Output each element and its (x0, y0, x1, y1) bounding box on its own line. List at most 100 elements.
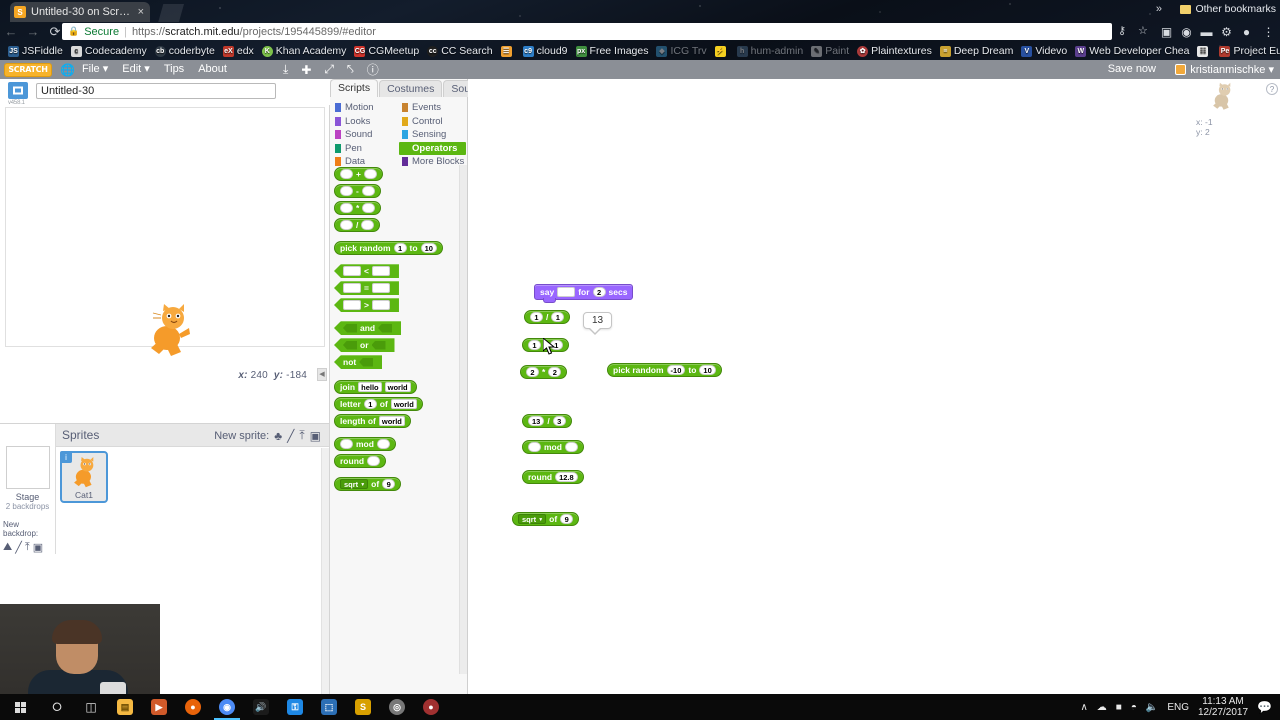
block-number-input[interactable]: 10 (420, 243, 437, 253)
operator-multiply-2-2[interactable]: 2*2 (520, 365, 568, 379)
block-number-input[interactable] (363, 169, 377, 179)
operator-sqrt-of[interactable]: sqrtof9 (334, 477, 402, 491)
block-text-input[interactable] (371, 266, 390, 276)
bookmarks-overflow-button[interactable]: » (1155, 3, 1162, 15)
fullscreen-stage-button[interactable] (8, 82, 28, 99)
block-number-input[interactable]: 2 (548, 367, 562, 377)
scratch-logo[interactable]: SCRATCH (4, 62, 52, 77)
stamp-icon[interactable]: ⤓ (283, 62, 289, 76)
taskbar-app-chrome[interactable]: ◉ (210, 694, 244, 720)
block-number-input[interactable]: 1 (363, 399, 377, 409)
block-text-input[interactable]: world (378, 416, 405, 426)
operator-divide[interactable]: / (334, 218, 381, 232)
block-number-input[interactable] (367, 456, 381, 466)
operator-gt[interactable]: > (334, 298, 399, 312)
block-number-input[interactable] (340, 169, 353, 179)
palette-scrollbar[interactable] (459, 165, 467, 674)
block-text-input[interactable] (371, 283, 390, 293)
camera-backdrop-icon[interactable]: ▣ (32, 542, 44, 554)
block-boolean-slot[interactable] (359, 357, 374, 367)
tab-costumes[interactable]: Costumes (379, 80, 443, 97)
choose-sprite-icon[interactable]: ♣ (274, 428, 283, 443)
block-number-input[interactable] (528, 442, 541, 452)
operator-mod[interactable]: mod (334, 437, 396, 451)
block-dropdown[interactable]: sqrt (518, 514, 547, 524)
taskbar-app-volume[interactable]: 🔊 (244, 694, 278, 720)
forward-button[interactable]: → (26, 24, 40, 39)
operator-mod-empty[interactable]: mod (522, 440, 584, 454)
stage-selector[interactable]: Stage 2 backdrops New backdrop: ⛰ ╱ ⤒ ▣ (0, 424, 56, 554)
category-events[interactable]: Events (399, 101, 466, 115)
block-text-input[interactable]: world (384, 382, 411, 392)
block-number-input[interactable]: 9 (382, 479, 396, 489)
operator-divide-13-3[interactable]: 13/3 (522, 414, 572, 428)
project-title-input[interactable] (36, 83, 276, 99)
onedrive-icon[interactable]: ☁ (1096, 701, 1107, 713)
new-tab-button[interactable] (158, 4, 184, 22)
choose-backdrop-icon[interactable]: ⛰ (3, 541, 13, 553)
cat-sprite[interactable] (143, 304, 193, 359)
block-number-input[interactable]: 13 (528, 416, 545, 426)
block-number-input[interactable]: 2 (526, 367, 539, 377)
bookmark-item[interactable]: ◆ICG Trv (652, 42, 710, 60)
menu-file[interactable]: File ▾ (81, 63, 109, 75)
extension-icon-1[interactable]: ▣ (1160, 24, 1173, 39)
operator-round[interactable]: round (334, 454, 387, 468)
block-dropdown[interactable]: sqrt (340, 479, 369, 489)
category-sensing[interactable]: Sensing (399, 128, 466, 142)
battery-icon[interactable]: ■ (1115, 701, 1122, 713)
operator-divide-1-1[interactable]: 1/1 (524, 310, 571, 324)
upload-backdrop-icon[interactable]: ⤒ (24, 541, 30, 553)
category-looks[interactable]: Looks (332, 115, 399, 129)
cortana-search-icon[interactable]: ⭘ (52, 699, 62, 714)
paint-sprite-icon[interactable]: ╱ (287, 428, 295, 443)
block-number-input[interactable]: 1 (530, 312, 543, 322)
block-number-input[interactable] (340, 203, 353, 213)
shrink-icon[interactable]: ⤣ (346, 62, 354, 76)
paint-backdrop-icon[interactable]: ╱ (15, 542, 22, 554)
block-text-input[interactable] (557, 287, 576, 297)
stage[interactable] (5, 107, 325, 356)
menu-edit[interactable]: Edit ▾ (122, 63, 150, 75)
operator-add[interactable]: + (334, 167, 383, 181)
bookmark-item[interactable]: ☰ (497, 42, 519, 60)
windows-start-icon[interactable] (0, 694, 40, 720)
language-indicator[interactable]: ENG (1167, 701, 1189, 713)
help-icon[interactable]: ⓘ (366, 63, 379, 77)
bookmark-item[interactable]: ≡Deep Dream (936, 42, 1018, 60)
category-operators[interactable]: Operators (399, 141, 466, 155)
taskbar-app-media-player[interactable]: ▶ (142, 694, 176, 720)
bookmark-item[interactable]: ✎Paint (807, 42, 853, 60)
tab-scripts[interactable]: Scripts (330, 79, 379, 97)
taskbar-app-obs[interactable]: ● (414, 694, 448, 720)
block-text-input[interactable]: world (390, 399, 417, 409)
taskbar-app-file-explorer[interactable]: ▤ (108, 694, 142, 720)
chrome-menu-icon[interactable]: ⋮ (1262, 24, 1275, 39)
block-boolean-slot[interactable] (378, 323, 393, 333)
block-text-input[interactable] (343, 283, 361, 293)
block-boolean-slot[interactable] (343, 340, 357, 350)
block-number-input[interactable] (564, 442, 578, 452)
operator-eq[interactable]: = (334, 281, 399, 295)
block-number-input[interactable] (376, 439, 390, 449)
block-number-input[interactable]: 2 (592, 287, 606, 297)
block-number-input[interactable]: 9 (560, 514, 574, 524)
category-control[interactable]: Control (399, 115, 466, 129)
block-boolean-slot[interactable] (343, 323, 357, 333)
block-number-input[interactable]: 3 (552, 416, 566, 426)
block-number-input[interactable]: -10 (666, 365, 686, 375)
user-menu[interactable]: kristianmischke ▾ (1175, 60, 1274, 79)
operator-subtract[interactable]: - (334, 184, 381, 198)
